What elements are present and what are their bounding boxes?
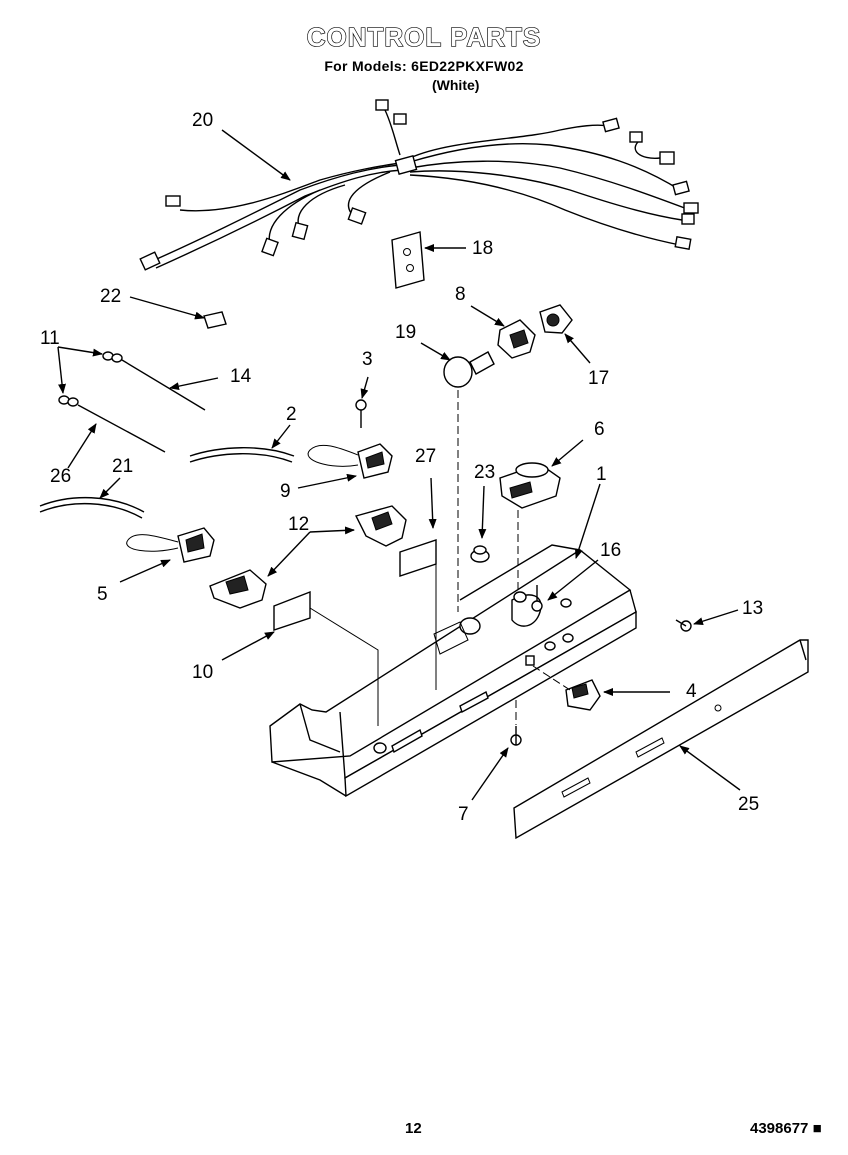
switch-5 — [126, 527, 215, 563]
callout-10: 10 — [192, 662, 213, 683]
page-title: CONTROL PARTS — [306, 21, 542, 52]
callout-5: 5 — [97, 584, 108, 605]
bullet-icon: ■ — [812, 1120, 822, 1137]
hose-short — [189, 453, 293, 463]
callout-23: 23 — [474, 462, 495, 483]
hose-short-inner — [189, 447, 295, 457]
capillary-tubes — [58, 351, 206, 453]
control-housing — [269, 544, 637, 798]
switch-bracket-upper — [354, 505, 407, 547]
label-27 — [399, 539, 437, 577]
page-number: 12 — [405, 1120, 422, 1137]
callout-16: 16 — [600, 540, 621, 561]
callout-3: 3 — [362, 349, 373, 370]
callout-19: 19 — [395, 322, 416, 343]
hose-long-inner — [39, 496, 145, 513]
switch-9 — [307, 443, 393, 479]
label-10 — [273, 590, 311, 631]
callout-21: 21 — [112, 456, 133, 477]
hose-long — [39, 502, 143, 519]
callout-25: 25 — [738, 794, 759, 815]
assembly-lines — [309, 390, 571, 726]
document-number: 4398677 ■ — [750, 1120, 822, 1137]
callout-numbers: 20 18 22 8 11 19 17 3 14 2 26 21 9 27 23… — [40, 110, 763, 825]
wiring-harness — [139, 99, 699, 271]
light-socket — [497, 304, 573, 359]
callout-27: 27 — [415, 446, 436, 467]
screw-3 — [355, 399, 367, 428]
grommet — [470, 545, 490, 563]
trim-panel — [513, 639, 809, 840]
callout-4: 4 — [686, 681, 697, 702]
screw-16 — [531, 585, 543, 612]
switch-4 — [565, 679, 601, 711]
callout-22: 22 — [100, 286, 121, 307]
screw-13 — [675, 619, 692, 632]
cover-plate — [391, 231, 425, 289]
callout-13: 13 — [742, 598, 763, 619]
switch-bracket-lower — [209, 569, 267, 609]
callout-26: 26 — [50, 466, 71, 487]
leader-lines — [57, 129, 741, 801]
callout-17: 17 — [588, 368, 609, 389]
callout-11: 11 — [40, 328, 60, 349]
control-thermostat — [499, 462, 561, 509]
callout-12: 12 — [288, 514, 309, 535]
callout-6: 6 — [594, 419, 605, 440]
callout-8: 8 — [455, 284, 466, 305]
model-line: For Models: 6ED22PKXFW02 — [324, 58, 524, 74]
callout-18: 18 — [472, 238, 493, 259]
callout-1: 1 — [596, 464, 607, 485]
color-note: (White) — [432, 77, 480, 93]
callout-9: 9 — [280, 481, 291, 502]
callout-20: 20 — [192, 110, 213, 131]
callout-14: 14 — [230, 366, 252, 387]
light-bulb — [443, 351, 495, 388]
callout-7: 7 — [458, 804, 469, 825]
screw-7 — [510, 726, 522, 746]
callout-2: 2 — [286, 404, 297, 425]
wire-clip — [203, 311, 227, 329]
